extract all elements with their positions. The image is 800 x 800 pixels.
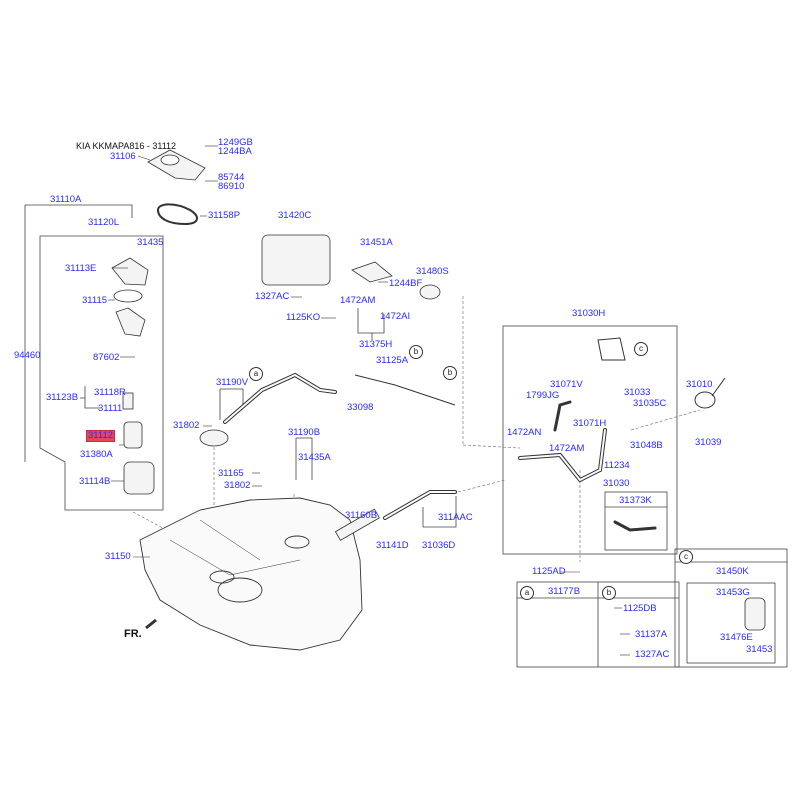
part-label-11234[interactable]: 11234 (604, 460, 630, 471)
filler-neck-31160B (334, 508, 380, 541)
callout-b[interactable]: b (409, 345, 423, 359)
part-label-31039[interactable]: 31039 (695, 437, 722, 448)
wire-31125A (354, 374, 456, 406)
part-label-31453G[interactable]: 31453G (716, 587, 750, 598)
part-label-1327AC-2[interactable]: 1327AC (635, 649, 670, 660)
part-label-31030H[interactable]: 31030H (572, 308, 606, 319)
part-label-31071V[interactable]: 31071V (550, 379, 583, 390)
part-label-31165[interactable]: 31165 (218, 468, 244, 479)
callout-a[interactable]: a (249, 367, 263, 381)
part-label-1125KO[interactable]: 1125KO (286, 312, 321, 323)
part-label-311AAC[interactable]: 311AAC (438, 512, 473, 523)
part-label-31375H[interactable]: 31375H (359, 339, 393, 350)
part-label-31435[interactable]: 31435 (137, 237, 164, 248)
part-label-31036D[interactable]: 31036D (422, 540, 456, 551)
box-31120L (39, 235, 164, 511)
part-label-1472AI[interactable]: 1472AI (380, 311, 411, 322)
filter-31112 (123, 421, 143, 449)
part-label-1472AM-2[interactable]: 1472AM (549, 443, 585, 454)
part-label-31453[interactable]: 31453 (746, 644, 773, 655)
canister-31420C (261, 234, 331, 286)
part-label-31451A[interactable]: 31451A (360, 237, 393, 248)
part-label-31177B[interactable]: 31177B (548, 586, 581, 597)
fr-arrow (145, 618, 157, 630)
part-label-31118R[interactable]: 31118R (94, 387, 126, 398)
box-31030H (502, 325, 678, 555)
part-label-31111[interactable]: 31111 (98, 403, 123, 414)
cap-31010 (694, 377, 726, 409)
part-label-31158P[interactable]: 31158P (208, 210, 241, 221)
inset-callout-a: a (520, 586, 534, 600)
part-label-31150[interactable]: 31150 (105, 551, 131, 562)
part-label-1472AN[interactable]: 1472AN (507, 427, 542, 438)
part-label-31160B[interactable]: 31160B (345, 510, 378, 521)
part-label-1125DB[interactable]: 1125DB (623, 603, 657, 614)
fuel-tank-31150 (139, 497, 363, 651)
part-label-31010[interactable]: 31010 (686, 379, 713, 390)
part-label-31802-bottom[interactable]: 31802 (224, 480, 251, 491)
callout-c[interactable]: c (634, 342, 648, 356)
part-label-31114B[interactable]: 31114B (79, 476, 111, 487)
part-label-31373K[interactable]: 31373K (619, 495, 652, 506)
pump-cover-31113E (111, 257, 149, 286)
box-31373K (604, 491, 668, 551)
part-label-31113E[interactable]: 31113E (65, 263, 97, 274)
part-label-1799JG[interactable]: 1799JG (526, 390, 560, 401)
part-label-1244BA[interactable]: 1244BA (218, 146, 252, 157)
part-label-31190V[interactable]: 31190V (216, 377, 249, 388)
part-label-31137A[interactable]: 31137A (635, 629, 668, 640)
part-label-1472AM[interactable]: 1472AM (340, 295, 376, 306)
callout-b-2[interactable]: b (443, 366, 457, 380)
hose-31071V (553, 400, 572, 432)
part-label-87602[interactable]: 87602 (93, 352, 120, 363)
part-label-31120L[interactable]: 31120L (88, 217, 119, 228)
oring-31115 (113, 289, 143, 303)
part-label-31106[interactable]: 31106 (110, 151, 136, 162)
bracket-31451A (351, 261, 393, 283)
inset-callout-b: b (602, 586, 616, 600)
inset-callout-c: c (679, 550, 693, 564)
part-label-31033[interactable]: 31033 (624, 387, 651, 398)
part-label-86910[interactable]: 86910 (218, 181, 245, 192)
inset-c (674, 548, 788, 668)
part-label-31190B[interactable]: 31190B (288, 427, 321, 438)
part-label-31435A[interactable]: 31435A (298, 452, 331, 463)
diagram-title: KIA KKMAPA816 - 31112 (76, 141, 177, 151)
part-label-31035C[interactable]: 31035C (633, 398, 667, 409)
gasket-plate-31106 (147, 149, 206, 181)
part-label-31112-highlighted[interactable]: 31112 (86, 430, 116, 442)
seal-31158P (156, 203, 198, 226)
part-label-31420C[interactable]: 31420C (278, 210, 312, 221)
canister-31453 (744, 597, 766, 631)
part-label-31048B[interactable]: 31048B (630, 440, 663, 451)
front-orientation-label: FR. (124, 628, 142, 640)
part-label-31125A[interactable]: 31125A (376, 355, 409, 366)
part-label-94460[interactable]: 94460 (14, 350, 41, 361)
part-label-31141D[interactable]: 31141D (376, 540, 409, 551)
bracket-31110A (25, 204, 133, 218)
part-label-31802-top[interactable]: 31802 (173, 420, 200, 431)
part-label-33098[interactable]: 33098 (347, 402, 374, 413)
part-label-31380A[interactable]: 31380A (80, 449, 113, 460)
part-label-1125AD[interactable]: 1125AD (532, 566, 566, 577)
vapor-valve-c (597, 337, 626, 361)
reservoir-31114B (123, 461, 155, 495)
part-label-1244BF[interactable]: 1244BF (389, 278, 423, 289)
hose-31373K (613, 520, 657, 532)
part-label-31030[interactable]: 31030 (603, 478, 630, 489)
part-label-85744[interactable]: 85744 (218, 172, 245, 183)
pump-31111 (122, 392, 134, 410)
part-label-31123B[interactable]: 31123B (46, 392, 79, 403)
part-label-31071H[interactable]: 31071H (573, 418, 607, 429)
part-label-31115[interactable]: 31115 (82, 295, 108, 306)
valve-31190V (199, 429, 229, 447)
valve-31480S (419, 284, 441, 300)
part-label-31110A[interactable]: 31110A (50, 194, 82, 205)
part-label-31476E[interactable]: 31476E (720, 632, 753, 643)
part-label-31450K[interactable]: 31450K (716, 566, 749, 577)
part-label-1249GB[interactable]: 1249GB (218, 137, 253, 148)
reservoir-top (115, 307, 146, 337)
part-label-1327AC[interactable]: 1327AC (255, 291, 290, 302)
part-label-31480S[interactable]: 31480S (416, 266, 449, 277)
